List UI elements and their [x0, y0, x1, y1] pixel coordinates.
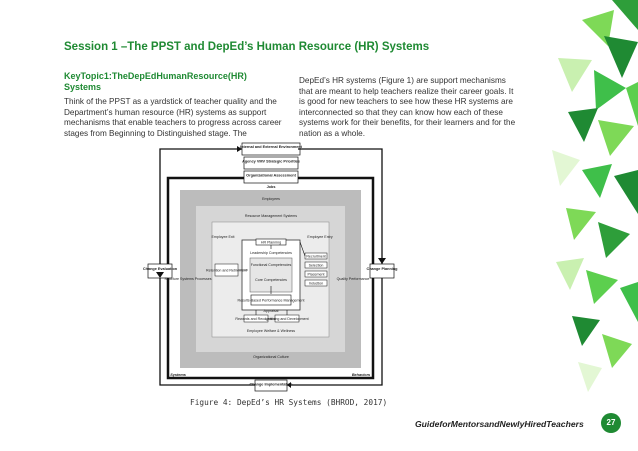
rewards-label: Rewards and Recognition: [235, 317, 276, 321]
key-topic-paragraph: Think of the PPST as a yardstick of teac…: [64, 97, 282, 138]
systems-side-label: Structure Systems Processes: [164, 277, 211, 281]
welfare-label: Employee Welfare & Wellness: [247, 329, 295, 333]
change-planning-label: Change Planning: [366, 267, 398, 271]
section-title: Session 1 –The PPST and DepEd’s Human Re…: [64, 41, 430, 53]
jobs-label: Jobs: [267, 185, 276, 189]
learning-label: Learning and Development: [265, 317, 308, 321]
figure-caption: Figure 4: DepEd’s HR Systems (BHROD, 201…: [190, 398, 388, 407]
core-label: Core Competencies: [255, 278, 287, 282]
retention-label: Retention and Retirement: [206, 268, 247, 272]
appraisal-label: Appraisal: [264, 309, 279, 313]
org-culture-label: Organizational Culture: [253, 355, 289, 359]
systems-label: Systems: [170, 373, 186, 377]
green-triangle-decoration: [552, 0, 638, 392]
quality-label: Quality Performance: [337, 277, 370, 281]
hr-systems-figure: Internal and External Environment Agency…: [143, 142, 398, 392]
hr-systems-paragraph: DepEd’s HR systems (Figure 1) are suppor…: [299, 76, 516, 138]
org-assessment-label: Organizational Assessment: [246, 174, 296, 178]
placement-label: Placement: [308, 272, 325, 276]
rm-systems-label: Resource Management Systems: [245, 214, 297, 218]
environment-label: Internal and External Environment: [240, 145, 303, 149]
employee-in-label: Employee Entry: [307, 235, 333, 239]
change-evaluation-label: Change Evaluation: [143, 267, 178, 271]
selection-label: Selection: [309, 263, 324, 267]
leadership-label: Leadership Competencies: [250, 251, 292, 255]
hr-planning-label: HR Planning: [261, 240, 281, 244]
functional-label: Functional Competencies: [251, 263, 292, 267]
recruitment-label: Recruitment: [306, 254, 325, 258]
induction-label: Induction: [309, 281, 324, 285]
agency-label: Agency VMV Strategic Priorities: [242, 160, 300, 164]
footer-guide-title: GuideforMentorsandNewlyHiredTeachers: [415, 419, 584, 429]
behaviors-label: Behaviors: [352, 373, 370, 377]
change-implementation-label: Change Implementation: [249, 383, 293, 387]
employee-out-label: Employee Exit: [212, 235, 235, 239]
page-number-badge: 27: [601, 413, 621, 433]
results-based-label: Results-Based Performance Management: [238, 298, 305, 302]
key-topic-heading: KeyTopic1:TheDepEdHumanResource(HR) Syst…: [64, 71, 247, 92]
employees-label: Employees: [262, 197, 280, 201]
